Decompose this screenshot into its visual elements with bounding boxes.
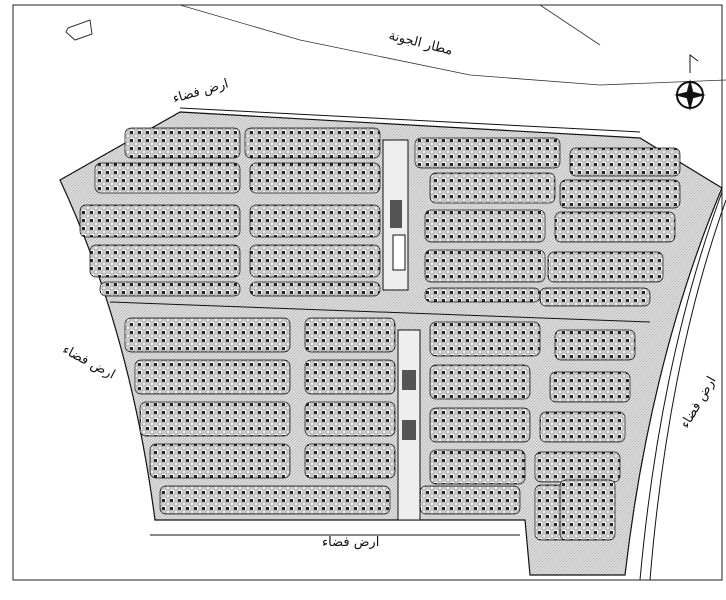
housing-block (79, 204, 241, 238)
housing-block (554, 329, 636, 361)
housing-block (249, 204, 381, 238)
housing-block (249, 244, 381, 278)
housing-block (429, 407, 531, 443)
housing-block (559, 479, 616, 541)
housing-block (304, 443, 396, 479)
vacant-land-label-bottom: ارض فضاء (322, 535, 380, 550)
housing-block (249, 281, 381, 297)
housing-block (159, 485, 391, 515)
central-avenue (109, 301, 651, 323)
housing-block (424, 287, 541, 303)
housing-block (547, 251, 664, 283)
housing-block (99, 281, 241, 297)
right-road-edge (649, 199, 726, 581)
north-arrow-icon (674, 54, 706, 111)
right-road (639, 191, 723, 581)
top-road (179, 107, 641, 133)
housing-block (244, 127, 381, 159)
housing-block (554, 211, 676, 243)
housing-block (304, 401, 396, 437)
housing-block (534, 451, 621, 483)
housing-block (559, 179, 681, 209)
housing-block (124, 127, 241, 159)
housing-block (539, 411, 626, 443)
airport-boundary (179, 4, 726, 86)
housing-block (424, 249, 546, 283)
housing-block (139, 401, 291, 437)
housing-block (429, 172, 556, 204)
housing-block (414, 137, 561, 169)
housing-block (419, 485, 521, 515)
mini-map-shape (65, 19, 93, 41)
housing-block (149, 443, 291, 479)
housing-block (94, 162, 241, 194)
housing-block (89, 244, 241, 278)
housing-block (424, 209, 546, 243)
housing-block (304, 317, 396, 353)
residential-blocks (79, 127, 681, 541)
central-spine (382, 139, 421, 521)
housing-block (569, 147, 681, 177)
housing-block (124, 317, 291, 353)
housing-block (539, 287, 651, 307)
housing-block (549, 371, 631, 403)
housing-block (134, 359, 291, 395)
housing-block (429, 364, 531, 400)
housing-block (249, 162, 381, 194)
housing-block (429, 449, 526, 485)
housing-block (304, 359, 396, 395)
housing-block (429, 321, 541, 357)
site-corner-line (539, 4, 601, 46)
